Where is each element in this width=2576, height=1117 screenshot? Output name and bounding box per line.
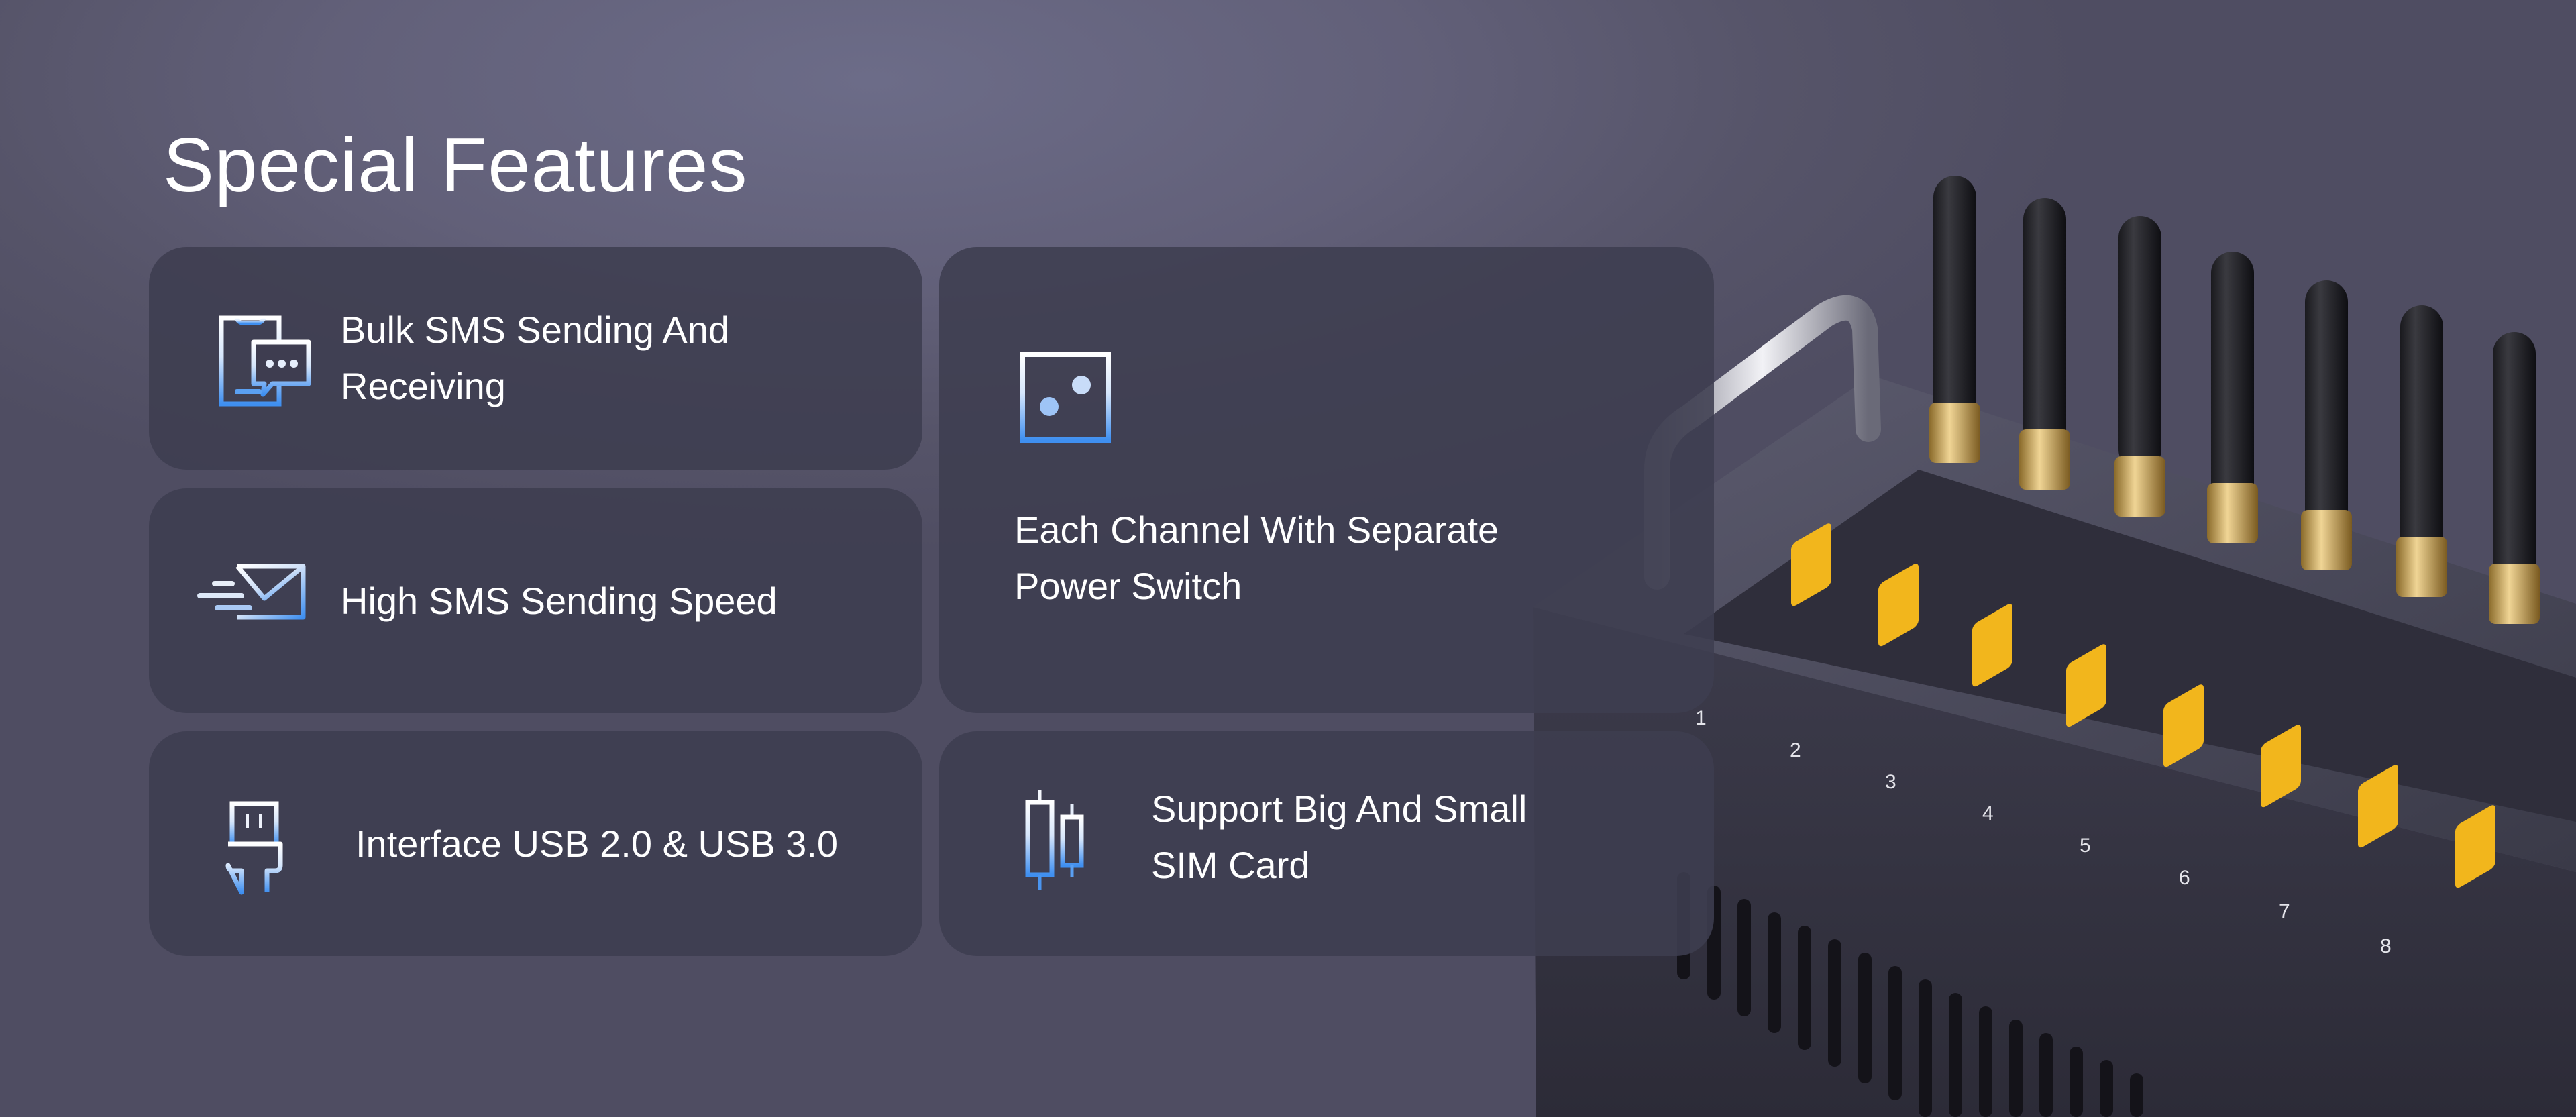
port-label: 6	[2179, 867, 2190, 889]
feature-card-sim-support: Support Big And Small SIM Card	[939, 731, 1714, 956]
feature-card-power-switch: Each Channel With Separate Power Switch	[939, 247, 1714, 713]
port-label: 2	[1790, 739, 1801, 761]
port-label: 7	[2279, 900, 2290, 922]
port-label: 4	[1982, 802, 1994, 825]
usb-plug-icon	[225, 801, 283, 895]
port-label: 1	[1695, 707, 1707, 729]
feature-text: Support Big And Small SIM Card	[1151, 788, 1527, 886]
sliders-icon	[1020, 352, 1111, 443]
sim-sizes-icon	[1025, 790, 1084, 890]
feature-text: Bulk SMS Sending And Receiving	[341, 309, 730, 407]
feature-text: Each Channel With Separate Power Switch	[1014, 509, 1499, 607]
feature-card-bulk-sms: Bulk SMS Sending And Receiving	[149, 247, 922, 470]
phone-sms-icon	[219, 315, 311, 407]
port-label: 8	[2380, 935, 2392, 957]
fast-envelope-icon	[197, 564, 306, 620]
feature-card-sending-speed: High SMS Sending Speed	[149, 488, 922, 713]
page-title: Special Features	[163, 123, 748, 209]
feature-text: Interface USB 2.0 & USB 3.0	[356, 822, 839, 865]
port-label: 5	[2080, 835, 2091, 857]
feature-card-usb-interface: Interface USB 2.0 & USB 3.0	[149, 731, 922, 956]
feature-text: High SMS Sending Speed	[341, 580, 777, 622]
port-label: 3	[1885, 771, 1896, 793]
